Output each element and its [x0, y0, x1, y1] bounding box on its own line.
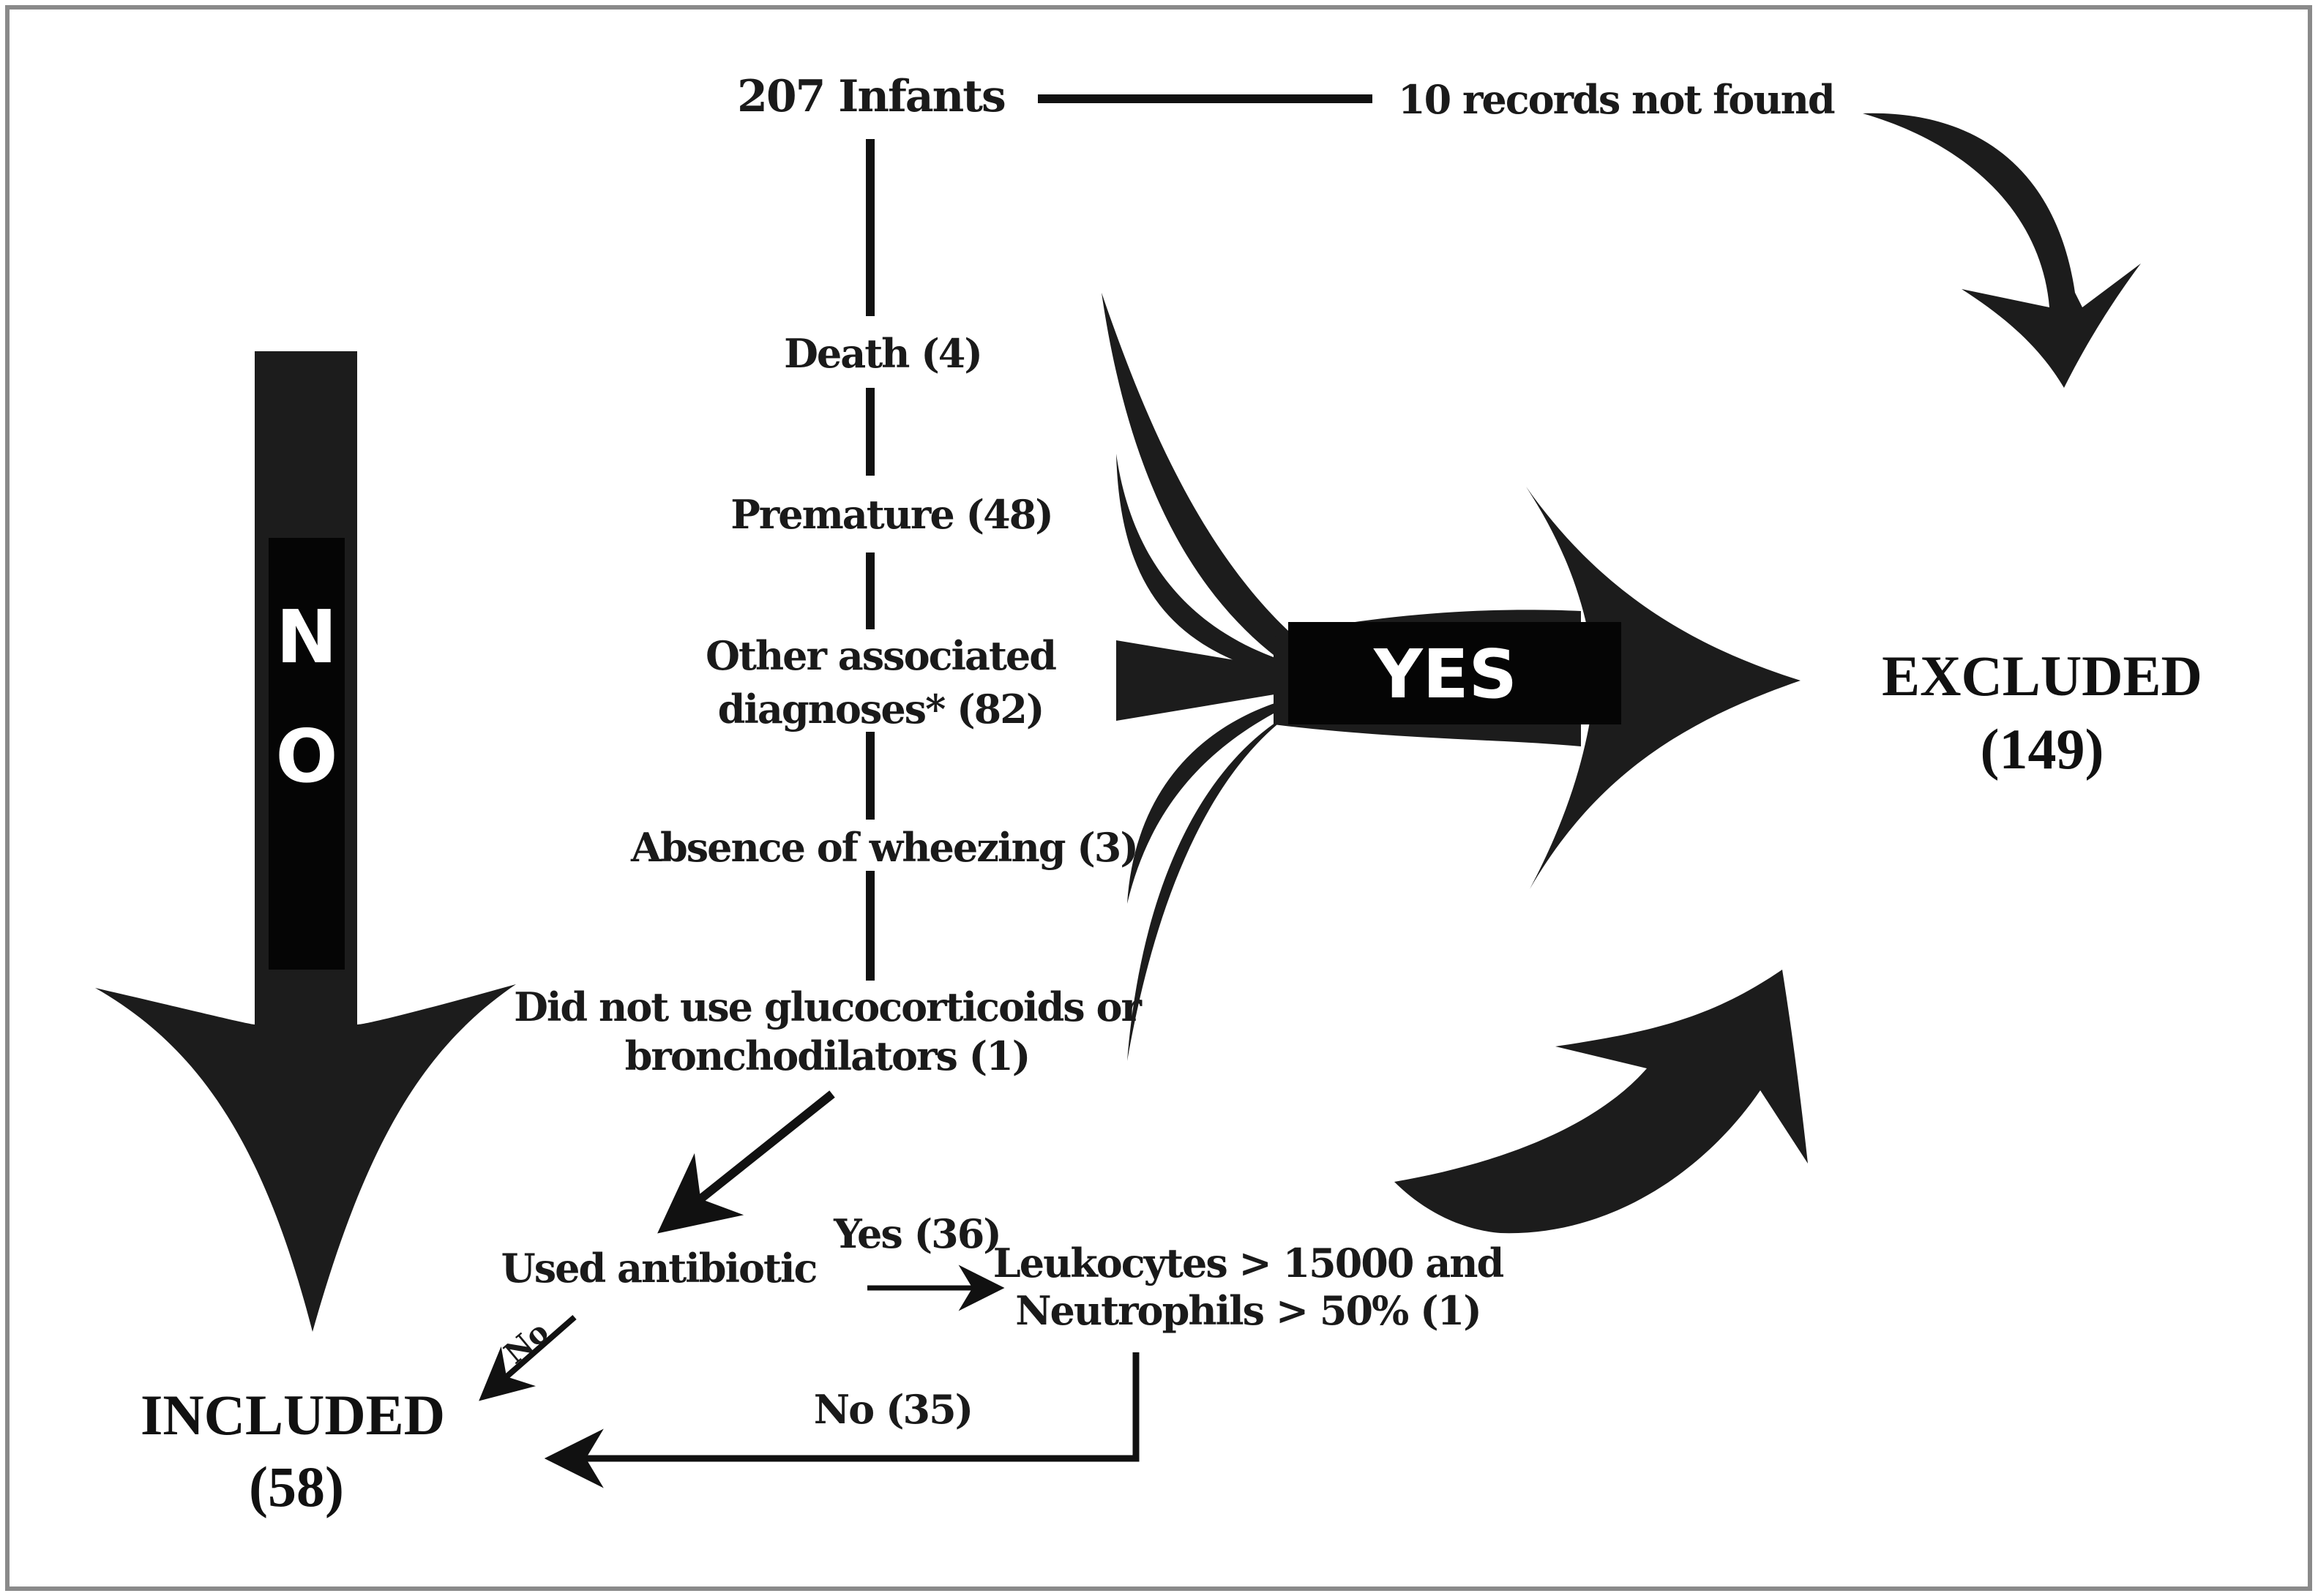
excluded-title: EXCLUDED	[1882, 644, 2202, 708]
arrow-no-to-included	[479, 1314, 577, 1401]
yes-label-box	[1288, 622, 1621, 724]
lab-no-branch-label: No (35)	[814, 1386, 972, 1433]
antibiotic-node-label: Used antibiotic	[501, 1245, 817, 1292]
arrow-to-antibiotic	[657, 1090, 835, 1234]
curved-arrow-down-icon	[1863, 113, 2141, 388]
included-title: INCLUDED	[141, 1383, 445, 1447]
criterion-no-glucocorticoids-line2: bronchodilators (1)	[625, 1033, 1030, 1079]
criterion-no-glucocorticoids-line1: Did not use glucocorticoids or	[514, 984, 1142, 1030]
lab-criteria-line1: Leukocytes > 15000 and	[993, 1240, 1504, 1286]
excluded-count: (149)	[1981, 717, 2104, 781]
arrow-lab-no-to-included	[544, 1352, 1140, 1488]
lab-criteria-line2: Neutrophils > 50% (1)	[1015, 1287, 1481, 1334]
criterion-death: Death (4)	[784, 330, 982, 377]
start-node-label: 207 Infants	[737, 71, 1005, 122]
no-label-letter-o: O	[275, 713, 337, 799]
curved-arrow-up-icon	[1394, 970, 1808, 1234]
no-down-arrow-icon	[95, 351, 516, 1332]
included-count: (58)	[249, 1455, 344, 1518]
yes-label: YES	[1373, 635, 1517, 713]
criterion-other-diagnoses-line2: diagnoses* (82)	[718, 686, 1044, 733]
yes-branch-label: Yes (36)	[833, 1210, 1001, 1257]
criterion-premature: Premature (48)	[730, 491, 1053, 538]
criterion-other-diagnoses-line1: Other associated	[706, 632, 1056, 679]
no-label-letter-n: N	[276, 594, 337, 680]
not-found-label: 10 records not found	[1398, 76, 1835, 123]
criterion-no-wheezing: Absence of wheezing (3)	[630, 824, 1137, 871]
